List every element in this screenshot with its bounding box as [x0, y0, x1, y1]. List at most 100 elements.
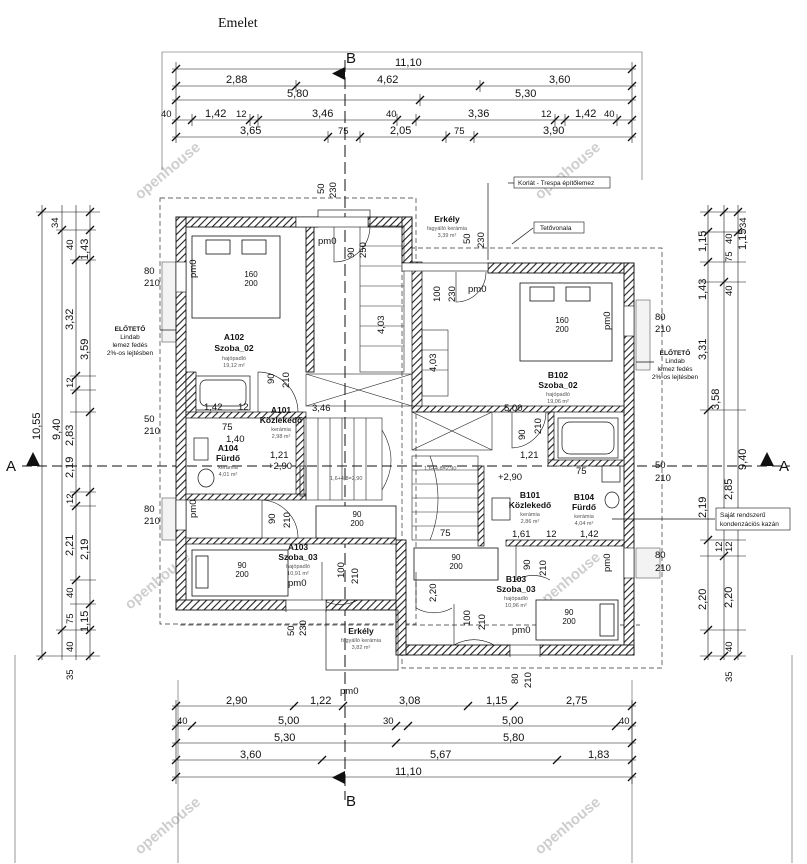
drawing-title: Emelet [218, 16, 258, 31]
door-width: 50 [286, 625, 297, 636]
dim-text: 2,20 [428, 584, 439, 603]
balcony-bottom [325, 609, 399, 671]
bottom-dimension-ticks [171, 701, 637, 782]
dim-text: 1,21 [520, 450, 539, 461]
room-code: B103 [506, 574, 527, 584]
room-name: Közlekedő [260, 415, 303, 425]
dim-text: 3,65 [240, 125, 261, 137]
dim-text: 12 [65, 493, 76, 504]
annotation-eloteto-right: lemez fedés [657, 366, 693, 373]
bed-width: 90 [452, 553, 461, 562]
dim-text: 3,32 [64, 309, 76, 330]
dim-text: 3,90 [543, 125, 564, 137]
dim-text: 5,00 [502, 715, 523, 727]
door-height: 210 [523, 672, 534, 688]
door-height: 230 [447, 286, 458, 302]
dim-text: 3,31 [697, 339, 709, 360]
annotation-eloteto-left: Lindab [120, 334, 140, 341]
right-dimension-texts: 34 40 75 40 2,85 12 2,20 40 35 1,15 1,43… [697, 217, 749, 682]
balcony-area: 3,39 m² [438, 233, 457, 239]
dim-text: 30 [383, 716, 394, 727]
annotation-korlat: Korlát - Trespa építőlemez [518, 180, 594, 187]
watermark: openhouse [532, 139, 604, 203]
level-label: +2,90 [498, 472, 522, 483]
misc-labels: pm0 pm0 pm0 pm0 pm0 pm0 pm0 pm0 pm0 80 2… [144, 182, 671, 697]
dim-text: 75 [576, 466, 587, 477]
single-bed-hall-b [413, 547, 499, 581]
pm0-label: pm0 [512, 625, 530, 636]
window-height: 210 [144, 516, 160, 527]
room-floor: hajópadló [222, 356, 246, 362]
annotation-eloteto-left: ELŐTETŐ [115, 324, 146, 333]
dim-text: 40 [724, 641, 735, 652]
room-name: Szoba_02 [214, 343, 253, 353]
door-height: 230 [476, 232, 487, 248]
pm0-label: pm0 [602, 312, 613, 330]
door-width: 90 [517, 429, 528, 440]
window-height: 210 [655, 324, 671, 335]
balcony-floor: fagyálló kerámia [427, 226, 468, 232]
dim-text: 9,40 [737, 449, 749, 470]
canopies [161, 261, 661, 579]
annotation-eloteto-right: Lindab [665, 358, 685, 365]
annotations: Korlát - Trespa építőlemez Tetővonala EL… [107, 176, 791, 531]
section-marker-b-bottom [332, 771, 345, 784]
dim-text: 40 [619, 716, 630, 727]
dim-text: 75 [454, 126, 465, 137]
dim-text: 40 [65, 641, 76, 652]
dim-text: 2,19 [697, 497, 709, 518]
dim-text: 2,75 [566, 695, 587, 707]
dim-text: 2,19 [79, 539, 91, 560]
canopy-left-lower [161, 497, 177, 541]
dim-text: 1,22 [310, 695, 331, 707]
bed-length: 200 [562, 617, 576, 626]
dim-text: 9,40 [51, 419, 63, 440]
balcony-name: Erkély [348, 626, 374, 636]
annotation-eloteto-right: ELŐTETŐ [660, 348, 691, 357]
dim-text: 3,36 [468, 108, 489, 120]
watermark: openhouse [132, 139, 204, 203]
pm0-label: pm0 [288, 578, 306, 589]
room-code: A101 [271, 405, 292, 415]
dim-text: 3,46 [312, 403, 331, 414]
room-name: Közlekedő [509, 500, 552, 510]
dim-text: 1,15 [79, 611, 91, 632]
door-width: 90 [346, 247, 357, 258]
pm0-label: pm0 [468, 284, 486, 295]
door-height: 210 [477, 614, 488, 630]
door-height: 210 [350, 568, 361, 584]
door-height: 250 [358, 242, 369, 258]
frame-lines [14, 51, 793, 863]
stair-label: 1,6+4,8=2,90 [424, 466, 456, 472]
pm0-label: pm0 [318, 236, 336, 247]
dim-text: 75 [65, 613, 76, 624]
top-dimension-texts: 11,10 2,88 4,62 3,60 5,80 5,30 40 1,42 1… [161, 57, 615, 137]
room-labels: A102 Szoba_02 hajópadló 19,12 m² A101 Kö… [214, 214, 596, 651]
dim-text: 4,62 [377, 74, 398, 86]
window-height: 210 [655, 473, 671, 484]
room-floor: hajópadló [286, 564, 310, 570]
dim-text: 40 [386, 109, 397, 120]
dim-text: 1,15 [737, 229, 749, 250]
dim-text: 40 [161, 109, 172, 120]
dim-text: 1,40 [226, 434, 245, 445]
bed-length: 200 [350, 519, 364, 528]
dim-text: 1,83 [588, 749, 609, 761]
level-label: +2,90 [268, 461, 292, 472]
room-floor: hajópadló [546, 392, 570, 398]
dim-text: 34 [738, 217, 749, 228]
room-area: 10,96 m² [505, 603, 527, 609]
dim-text: 40 [724, 285, 735, 296]
room-code: A102 [224, 332, 245, 342]
dim-text: 2,20 [697, 589, 709, 610]
bottom-dimension-lines [172, 700, 636, 784]
bed-length: 200 [235, 570, 249, 579]
dim-text: 1,42 [205, 108, 226, 120]
dim-text: 11,10 [395, 766, 422, 778]
dim-text: 40 [65, 587, 76, 598]
windows [175, 216, 635, 656]
dim-text: 2,05 [390, 125, 411, 137]
dim-text: 2,83 [64, 425, 76, 446]
dim-text: 40 [604, 109, 615, 120]
dim-text: 2,21 [64, 535, 76, 556]
